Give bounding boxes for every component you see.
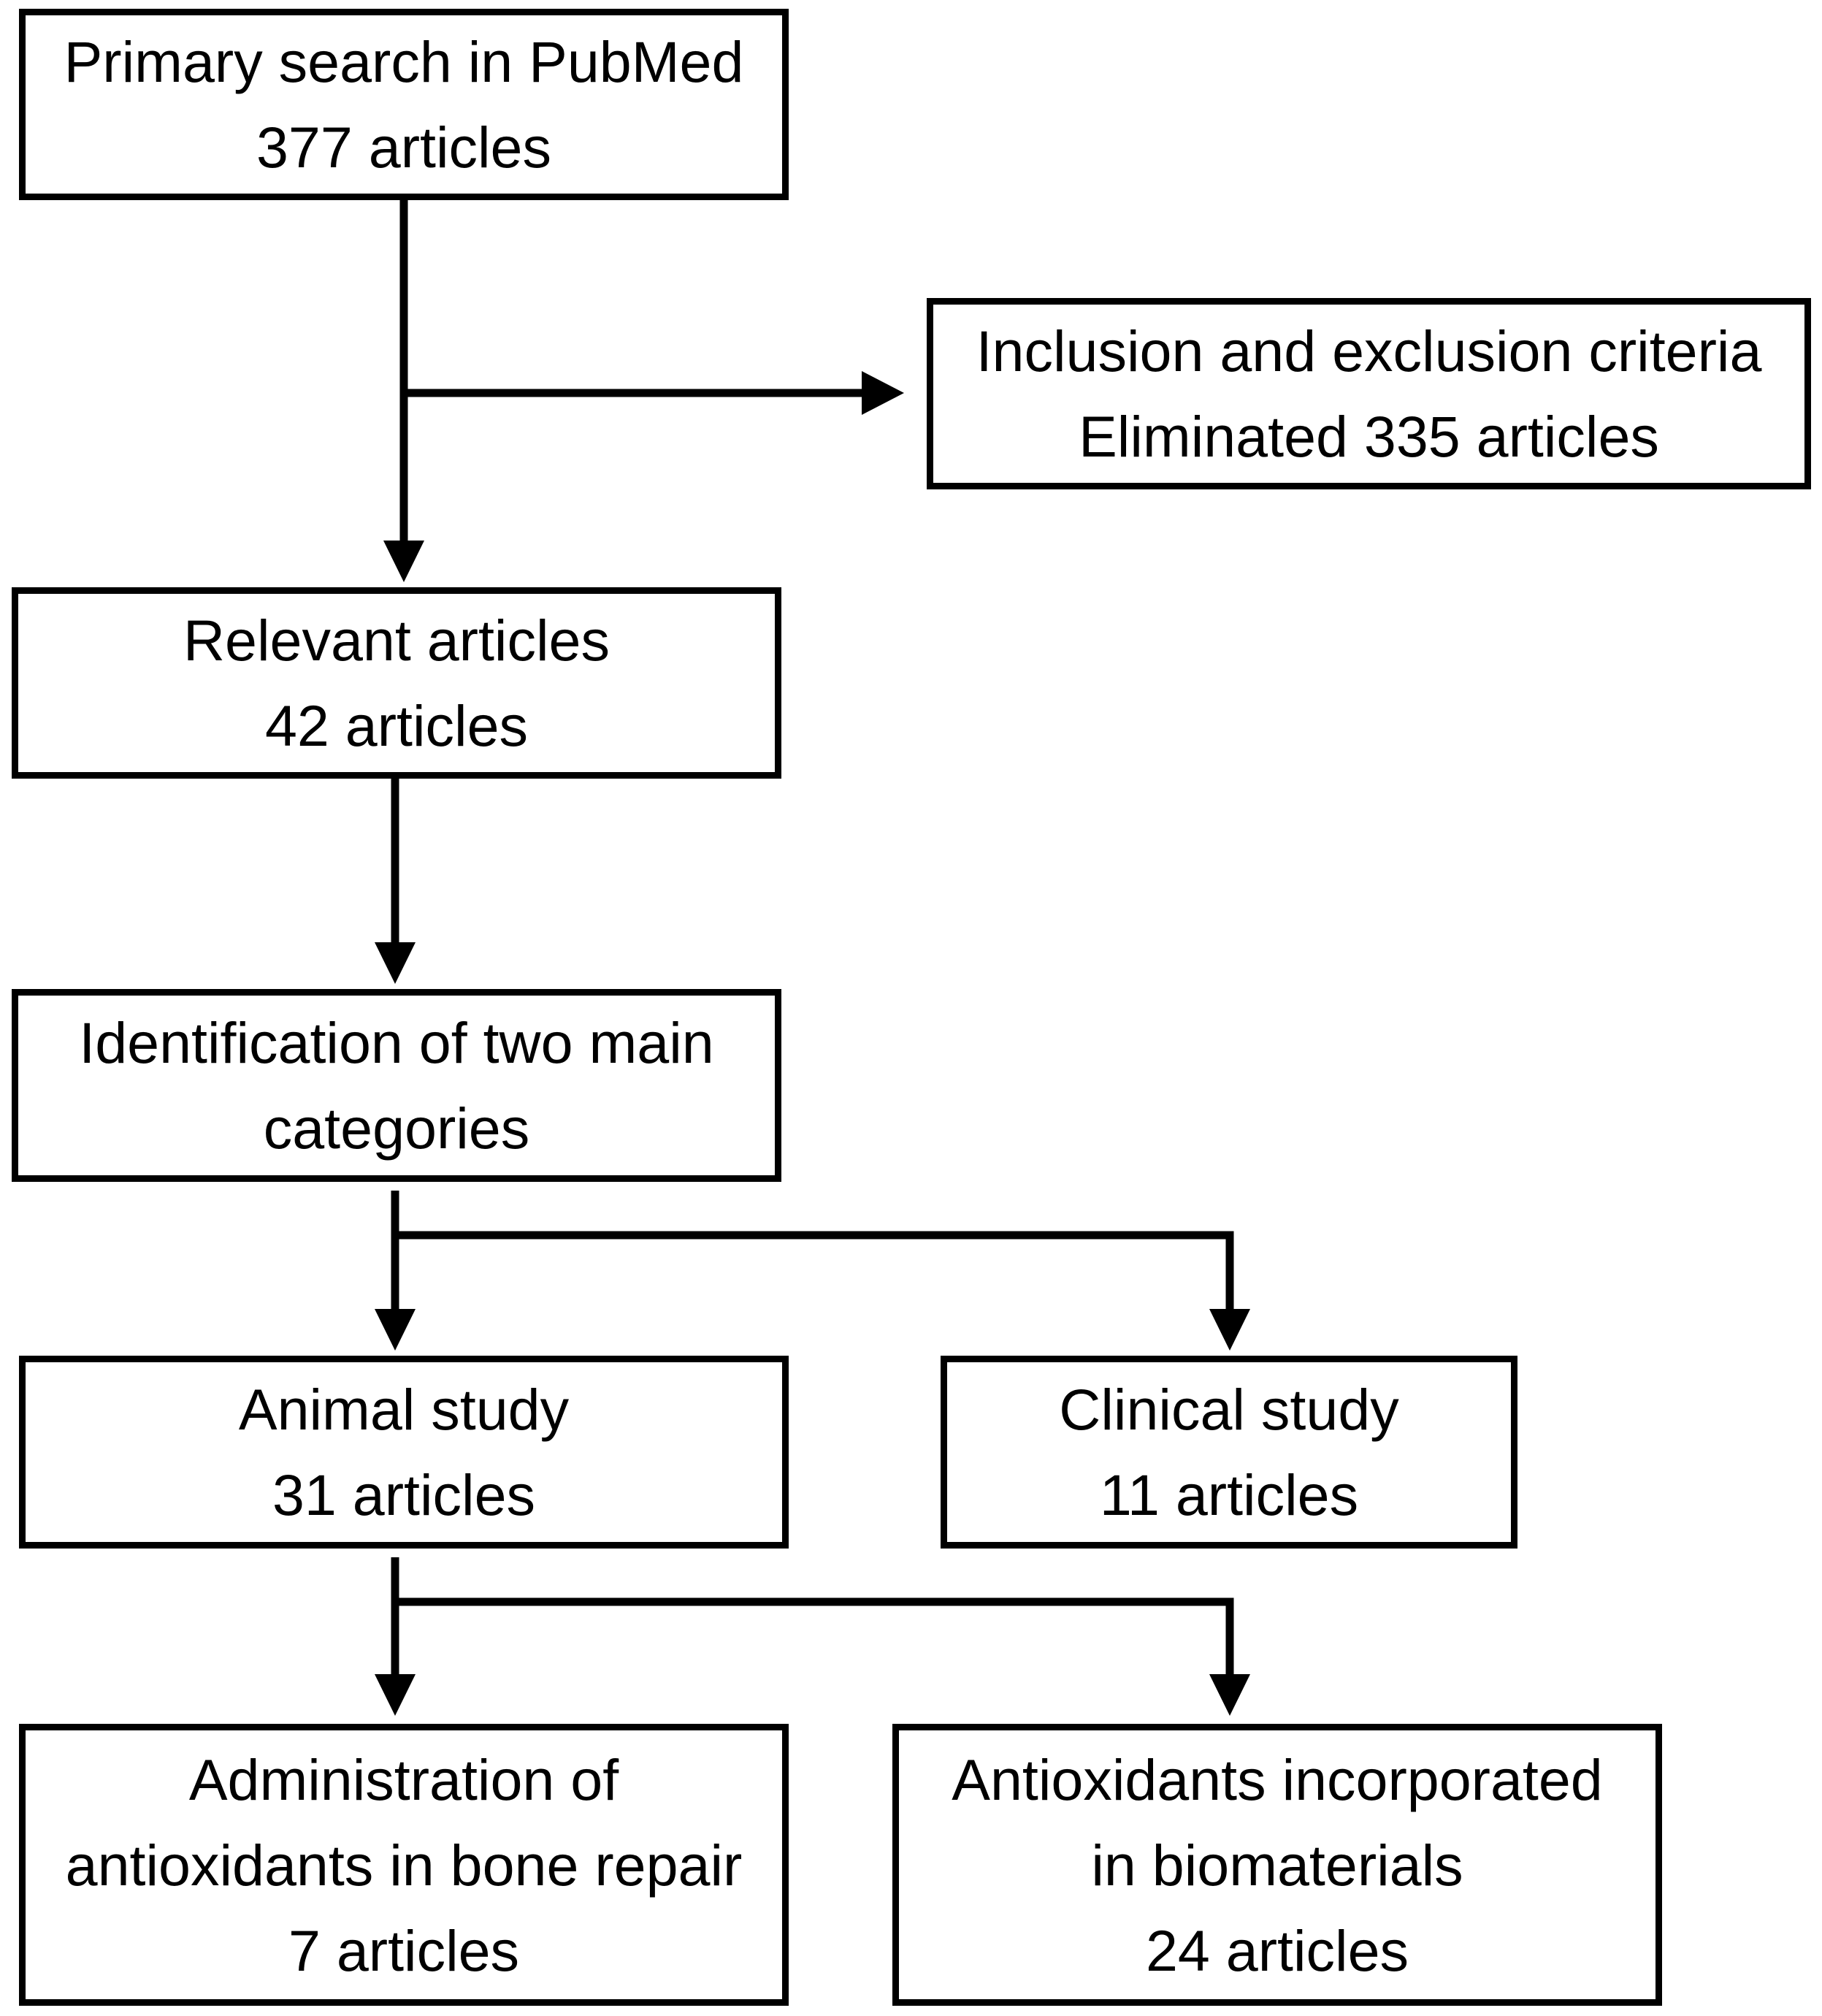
biomaterials-count: 24 articles bbox=[1145, 1917, 1409, 1983]
primary-search-count: 377 articles bbox=[256, 115, 551, 180]
criteria-title: Inclusion and exclusion criteria bbox=[976, 318, 1762, 383]
animal-study-title: Animal study bbox=[238, 1377, 570, 1442]
relevant-articles-title: Relevant articles bbox=[183, 608, 610, 673]
administration-count: 7 articles bbox=[288, 1917, 520, 1983]
administration-line-2: antioxidants in bone repair bbox=[65, 1832, 743, 1898]
identification-line-1: Identification of two main bbox=[79, 1010, 714, 1075]
clinical-study-title: Clinical study bbox=[1059, 1377, 1399, 1442]
identification-box: Identification of two main categories bbox=[12, 989, 781, 1182]
administration-box: Administration of antioxidants in bone r… bbox=[19, 1724, 789, 2006]
administration-line-1: Administration of bbox=[188, 1746, 619, 1812]
criteria-count: Eliminated 335 articles bbox=[1079, 404, 1659, 469]
animal-study-box: Animal study 31 articles bbox=[19, 1356, 789, 1549]
arrowhead-to-biomaterials bbox=[1209, 1674, 1250, 1716]
arrowhead-to-relevant bbox=[383, 541, 424, 582]
clinical-study-box: Clinical study 11 articles bbox=[941, 1356, 1517, 1549]
clinical-study-count: 11 articles bbox=[1099, 1462, 1359, 1527]
relevant-articles-box: Relevant articles 42 articles bbox=[12, 587, 781, 779]
arrowhead-to-clinical bbox=[1209, 1309, 1250, 1351]
animal-study-count: 31 articles bbox=[272, 1462, 536, 1527]
criteria-box: Inclusion and exclusion criteria Elimina… bbox=[927, 298, 1811, 489]
primary-search-title: Primary search in PubMed bbox=[64, 29, 744, 94]
arrowhead-to-administration bbox=[375, 1674, 416, 1716]
arrowhead-to-criteria bbox=[862, 371, 904, 415]
connector-animal-to-biomaterials bbox=[395, 1597, 1234, 1680]
biomaterials-line-1: Antioxidants incorporated bbox=[952, 1746, 1603, 1812]
identification-line-2: categories bbox=[263, 1096, 530, 1161]
biomaterials-line-2: in biomaterials bbox=[1091, 1832, 1463, 1898]
arrowhead-to-identification bbox=[375, 942, 416, 984]
relevant-articles-count: 42 articles bbox=[264, 693, 529, 758]
arrowhead-to-animal bbox=[375, 1309, 416, 1351]
biomaterials-box: Antioxidants incorporated in biomaterial… bbox=[892, 1724, 1662, 2006]
primary-search-box: Primary search in PubMed 377 articles bbox=[19, 9, 789, 200]
connector-identification-to-clinical bbox=[395, 1231, 1234, 1315]
